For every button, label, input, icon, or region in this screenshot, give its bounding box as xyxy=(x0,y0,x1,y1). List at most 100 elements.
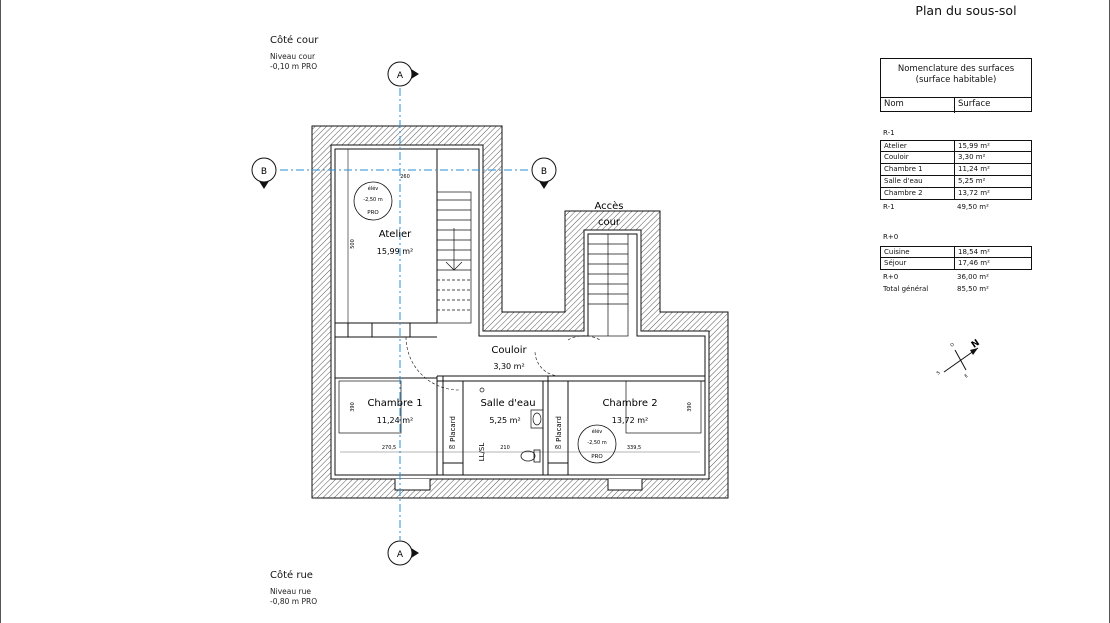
dim-label-260: 260 xyxy=(400,174,410,180)
exterior-walls xyxy=(311,125,729,499)
elevation-tag-chambre2-line2: -2,50 m xyxy=(587,440,607,446)
room-name-atelier: Atelier xyxy=(379,229,412,240)
section-marker-a-bottom xyxy=(387,540,419,566)
room-name-acces-line2: cour xyxy=(598,217,621,228)
surface-table-header: Nomenclature des surfaces (surface habit… xyxy=(880,58,1032,113)
table-cell-surface: 15,99 m² xyxy=(958,142,990,150)
compass-east-label: E xyxy=(964,373,970,380)
dim-label-210: 210 xyxy=(500,445,510,451)
side-label-court-level: Niveau cour xyxy=(270,52,316,61)
section-label-b-right: B xyxy=(541,167,547,177)
washbasin-bowl xyxy=(532,412,542,426)
table-cell-name: Cuisine xyxy=(884,248,910,256)
section-label-a-bottom: A xyxy=(397,550,404,560)
group-label-r0: R+0 xyxy=(883,233,899,241)
subtotal-name: R+0 xyxy=(883,273,899,281)
subtotal-name: R-1 xyxy=(883,203,895,211)
section-label-a-top: A xyxy=(397,71,404,81)
table-cell-name: Atelier xyxy=(884,142,907,150)
total-surface: 85,50 m² xyxy=(957,285,989,293)
dim-label-270: 270,5 xyxy=(382,445,396,451)
atelier-staircase xyxy=(436,191,472,324)
atelier-door-swing xyxy=(405,336,460,391)
column-header-name: Nom xyxy=(884,99,904,109)
dim-label-60-left: 60 xyxy=(449,445,455,451)
room-name-chambre2: Chambre 2 xyxy=(602,398,657,409)
table-total-row: Total général 85,50 m² xyxy=(880,284,1032,296)
placard-label-left: Placard xyxy=(449,416,457,442)
column-header-surface: Surface xyxy=(958,99,991,109)
table-cell-surface: 3,30 m² xyxy=(958,153,986,161)
room-area-chambre1: 11,24 m² xyxy=(377,416,413,425)
table-row: Atelier 15,99 m² xyxy=(880,140,1032,152)
floor-drain xyxy=(479,387,485,393)
group-label-r-1: R-1 xyxy=(883,129,895,137)
elevation-tag-atelier-line2: -2,50 m xyxy=(363,197,383,203)
section-marker-a-top xyxy=(387,61,419,87)
table-cell-name: Couloir xyxy=(884,153,909,161)
table-cell-name: Chambre 1 xyxy=(884,165,923,173)
chambre1-bed xyxy=(338,380,402,434)
elevation-tag-atelier-line3: PRO xyxy=(367,210,379,216)
interior-partitions xyxy=(335,375,705,475)
table-cell-surface: 18,54 m² xyxy=(958,248,990,256)
window-bay-right xyxy=(607,479,643,491)
table-row: Séjour 17,46 m² xyxy=(880,258,1032,270)
table-cell-surface: 11,24 m² xyxy=(958,165,990,173)
toilet-bowl xyxy=(520,450,536,462)
table-row: Couloir 3,30 m² xyxy=(880,152,1032,164)
table-subtotal-row: R+0 36,00 m² xyxy=(880,272,1032,284)
side-label-street-level: Niveau rue xyxy=(270,587,311,596)
elevation-tag-atelier xyxy=(353,181,393,221)
table-row: Chambre 2 13,72 m² xyxy=(880,188,1032,200)
corridor-door-swing xyxy=(567,335,601,341)
chambre2-bed xyxy=(625,380,702,434)
dim-label-500: 500 xyxy=(350,239,356,249)
elevation-tag-chambre2 xyxy=(577,424,617,464)
table-cell-name: Chambre 2 xyxy=(884,189,923,197)
compass-north-label: N xyxy=(970,338,982,351)
room-name-couloir: Couloir xyxy=(491,345,527,356)
acces-staircase xyxy=(587,233,629,337)
table-row: Cuisine 18,54 m² xyxy=(880,246,1032,258)
section-axis-lines xyxy=(280,88,528,540)
side-label-street: Côté rue Niveau rue -0,80 m PRO xyxy=(270,570,317,607)
total-name: Total général xyxy=(883,285,929,293)
table-subtotal-row: R-1 49,50 m² xyxy=(880,202,1032,214)
subtotal-surface: 49,50 m² xyxy=(957,203,989,211)
section-marker-b-right xyxy=(531,157,557,189)
toilet-tank xyxy=(533,449,541,463)
room-name-chambre1: Chambre 1 xyxy=(367,398,422,409)
room-area-salle-eau: 5,25 m² xyxy=(489,416,520,425)
sheet-title: Plan du sous-sol xyxy=(915,3,1017,18)
compass-west-label: O xyxy=(949,341,956,348)
table-row: Chambre 1 11,24 m² xyxy=(880,164,1032,176)
dim-label-390-right: 390 xyxy=(687,402,693,412)
elevation-tag-chambre2-line3: PRO xyxy=(591,454,603,460)
chambre2-door-swing xyxy=(534,350,561,377)
dim-label-339: 339,5 xyxy=(627,445,641,451)
side-label-street-value: -0,80 m PRO xyxy=(270,597,318,606)
dim-label-60-right: 60 xyxy=(555,445,561,451)
north-arrow-tip xyxy=(970,348,978,355)
surface-table-title: Nomenclature des surfaces (surface habit… xyxy=(881,64,1031,86)
surface-table-title-line1: Nomenclature des surfaces xyxy=(897,64,1015,74)
side-label-street-title: Côté rue xyxy=(270,570,313,581)
elevation-tag-chambre2-line1: élév xyxy=(592,428,603,435)
section-label-b-left: B xyxy=(261,167,267,177)
table-cell-surface: 5,25 m² xyxy=(958,177,986,185)
room-area-atelier: 15,99 m² xyxy=(377,247,413,256)
table-cell-surface: 17,46 m² xyxy=(958,259,990,267)
washbasin xyxy=(530,409,544,429)
room-name-salle-eau: Salle d'eau xyxy=(480,398,535,409)
room-area-chambre2: 13,72 m² xyxy=(612,416,648,425)
side-label-court-value: -0,10 m PRO xyxy=(270,62,318,71)
section-marker-b-left xyxy=(251,157,277,189)
table-cell-name: Salle d'eau xyxy=(884,177,923,185)
room-name-acces-line1: Accès xyxy=(594,200,623,212)
table-cell-name: Séjour xyxy=(884,259,907,267)
elevation-tag-atelier-line1: élév xyxy=(368,185,379,192)
surface-table-title-line2: (surface habitable) xyxy=(915,75,997,85)
side-label-court-title: Côté cour xyxy=(270,35,319,46)
